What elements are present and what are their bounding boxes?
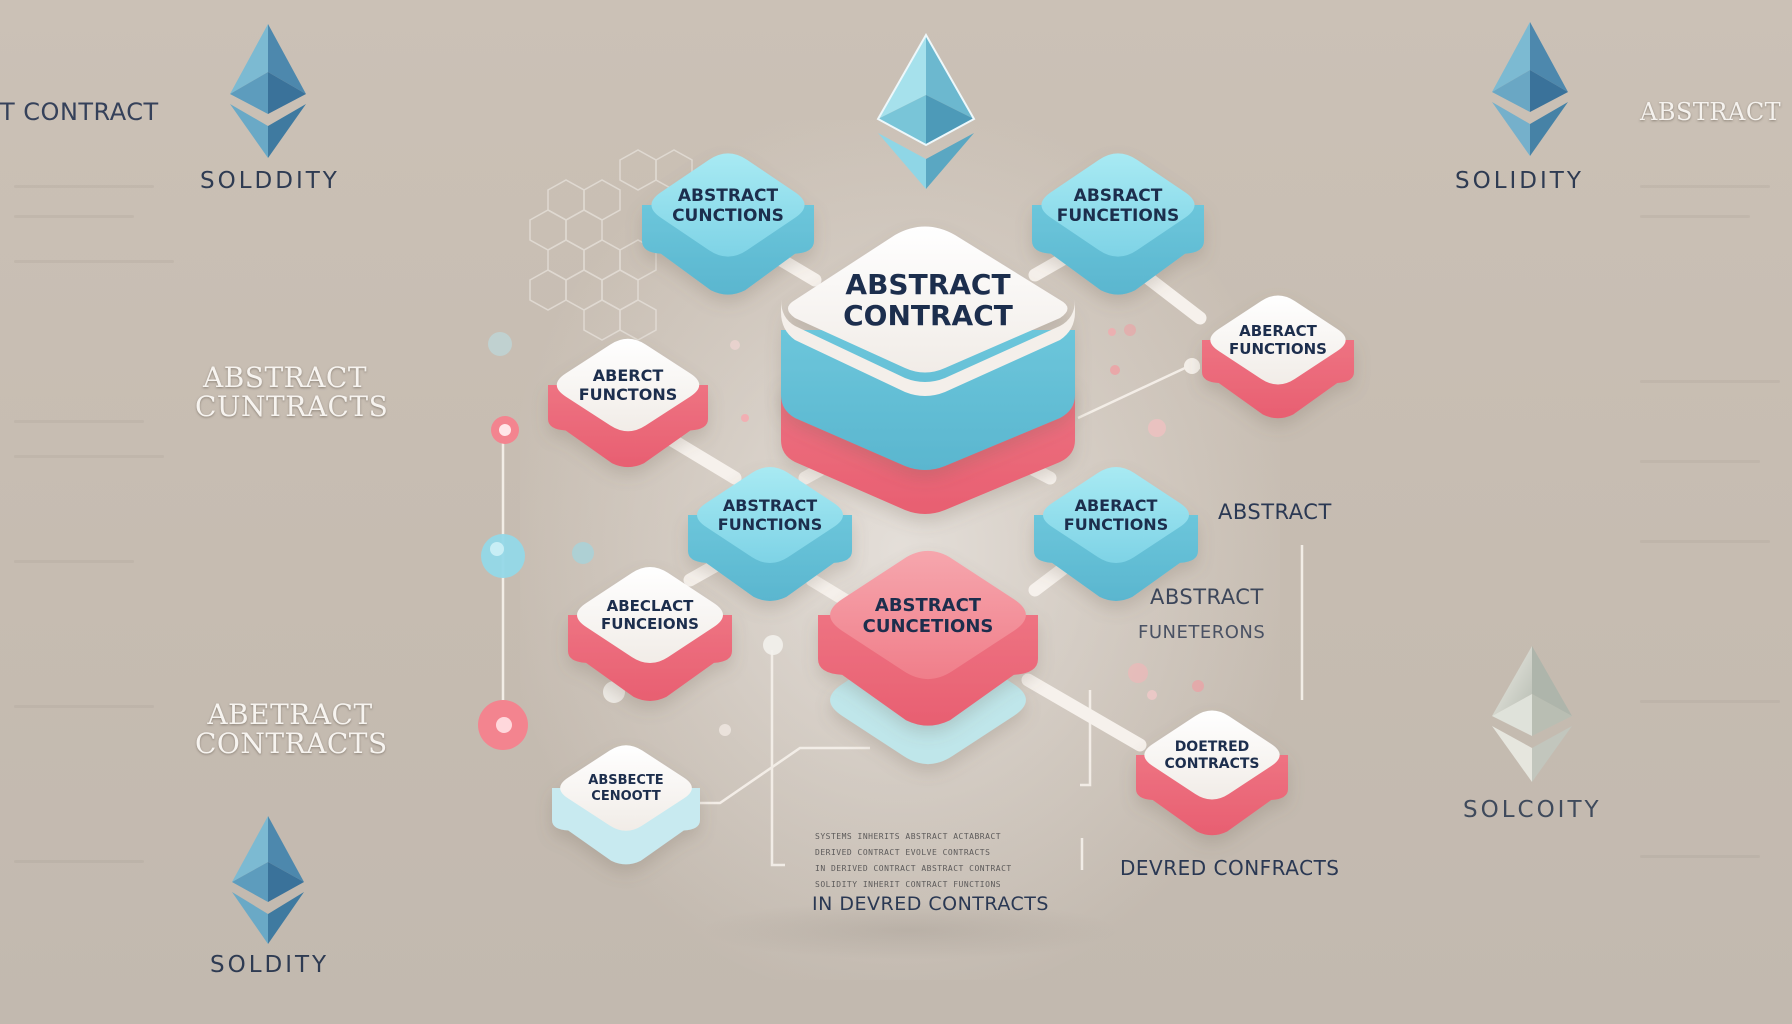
ethereum-logo-top-left [230,24,306,158]
node-top [1210,295,1346,385]
solidity-label-top-right: SOLIDITY [1455,168,1584,194]
node-label-line1: ABERACT [1075,496,1158,515]
annotation-derived-contracts: DEVRED CONFRACTS [1120,856,1340,880]
node-top [1144,710,1280,800]
small-print-line: SYSTEMS INHERITS ABSTRACT ACTABRACT [815,832,1002,841]
side-label-left-mid2-line2: CONTRACTS [195,727,388,761]
center-node[interactable]: ABSTRACT CONTRACT [781,226,1075,471]
node-top [556,338,700,432]
solidity-label-bottom-left: SOLDITY [210,952,330,978]
node-label-line2: CUNCETIONS [863,616,994,637]
node-top [697,466,843,564]
node-label-line1: ABERACT [1239,322,1317,340]
floor-shadow [700,900,1120,960]
side-label-left-mid2-line1: ABETRACT [207,698,373,731]
small-print-line: SOLIDITY INHERIT CONTRACT FUNCTIONS [815,880,1002,889]
node-label-line2: CONTRACTS [1165,756,1260,772]
node-label-line2: FUNCTONS [579,385,677,404]
ethereum-logo-top-center [876,32,976,189]
node-top [1041,153,1195,257]
node-label-line2: FUNCTIONS [1229,340,1327,358]
annotation-bottom-caption: IN DEVRED CONTRACTS [812,893,1049,915]
annotation-abstract-right-2: ABSTRACT [1150,585,1264,609]
solidity-label-bottom-right: SOLCOITY [1463,797,1602,823]
side-label-left-mid1-line2: CUNTRACTS [195,390,389,424]
node-label-line1: DOETRED [1175,739,1250,755]
annotation-abstract-right: ABSTRACT [1218,500,1332,524]
node-label-line1: ABSBECTE [588,773,663,788]
node-top [560,745,692,831]
node-label-line2: FUNCEIONS [601,615,699,633]
ethereum-logo-top-right [1492,22,1568,156]
node-label-line2: FUNCTIONS [1064,515,1168,534]
node-top [651,153,805,257]
small-print-line: DERIVED CONTRACT EVOLVE CONTRACTS [815,848,991,857]
hexagon-pattern [529,149,693,341]
side-label-left-mid2: ABETRACT CONTRACTS [195,698,388,761]
node-top [577,566,723,664]
node-label-line1: ABECLACT [607,597,694,615]
side-label-top-right: ABSTRACT [1640,98,1782,126]
node-label-line2: CUNCTIONS [672,206,784,226]
center-node-line1: ABSTRACT [845,268,1010,301]
node-label-line2: CENOOTT [591,789,661,804]
small-print-line: IN DERIVED CONTRACT ABSTRACT CONTRACT [815,864,1012,873]
side-label-left-mid1: ABSTRACT CUNTRACTS [195,361,389,424]
side-label-top-left: T CONTRACT [0,98,159,126]
solidity-label-top-left: SOLDDITY [200,168,340,194]
node-label-line1: ABSTRACT [875,595,982,616]
node-label-line1: ABSRACT [1074,186,1163,206]
annotation-functions-right: FUNETERONS [1138,622,1266,643]
node-label-line2: FUNCETIONS [1057,206,1180,226]
ethereum-logo-bottom-right [1492,646,1572,782]
ethereum-logo-bottom-left [232,816,304,944]
node-top [1043,466,1189,564]
function-nodes: ABSTRACTCUNCTIONSABSRACTFUNCETIONSABERCT… [548,153,1354,865]
center-node-line2: CONTRACT [843,299,1013,332]
node-top [830,550,1026,680]
node-label-line1: ABSTRACT [678,186,779,206]
node-label-line1: ABSTRACT [723,496,817,515]
node-label-line2: FUNCTIONS [718,515,822,534]
node-label-line1: ABERCT [593,366,664,385]
side-label-left-mid1-line1: ABSTRACT [202,361,368,394]
